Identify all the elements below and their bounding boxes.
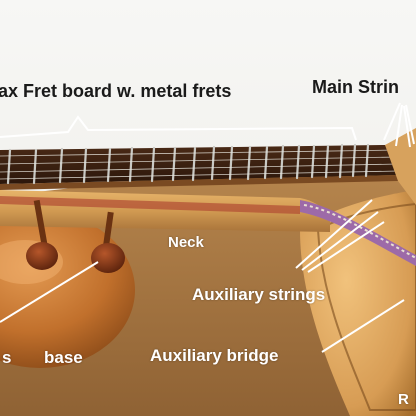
auxiliary-strings-pointer	[295, 199, 385, 273]
peg-stem	[102, 211, 114, 253]
base-label: base	[44, 348, 83, 367]
annotation-lines	[0, 102, 415, 353]
tuning-peg	[26, 242, 58, 270]
side-decor-band	[300, 200, 416, 266]
fret-board-label: ax Fret board w. metal frets	[0, 81, 232, 101]
neck-decor-band	[0, 196, 300, 214]
side-decor-stripe	[303, 204, 416, 259]
bowl-rim	[316, 202, 416, 411]
main-strings-pointer	[383, 102, 415, 148]
bridge-end	[385, 128, 416, 205]
auxiliary-strings-label: Auxiliary strings	[192, 285, 326, 304]
fret-board-edge	[0, 175, 398, 190]
peg-stem	[33, 199, 49, 251]
neck-label: Neck	[168, 234, 204, 251]
left-fragment-label: s	[2, 348, 12, 367]
main-strings	[0, 149, 399, 180]
bottom-right-fragment-label: R	[398, 391, 409, 408]
main-strings-label: Main Strin	[312, 77, 400, 97]
fret-board-bracket	[0, 115, 357, 141]
base-pointer	[0, 261, 99, 323]
auxiliary-bridge-label: Auxiliary bridge	[150, 346, 279, 365]
auxiliary-bridge-pointer	[321, 299, 405, 353]
tuning-peg	[91, 243, 125, 273]
